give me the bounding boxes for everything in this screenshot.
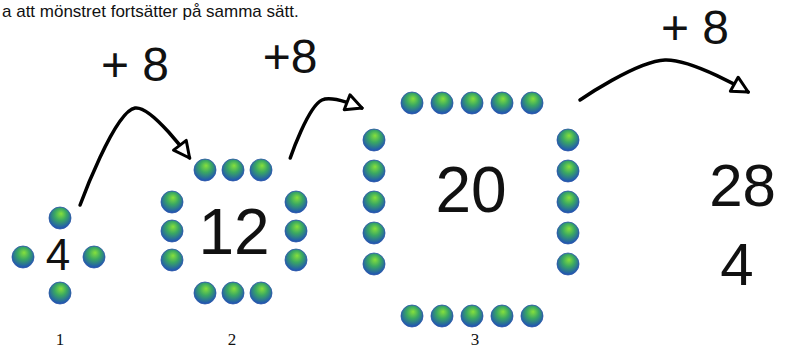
plus-arrow — [580, 60, 748, 100]
dot — [557, 129, 579, 151]
dot — [461, 305, 483, 327]
arrow-head — [730, 77, 748, 92]
dot — [401, 305, 423, 327]
dot — [521, 305, 543, 327]
figure-number: 2 — [228, 330, 237, 350]
dot — [363, 253, 385, 275]
dot — [285, 220, 307, 242]
arrow-head — [344, 95, 362, 110]
dot-figure: 4 — [10, 205, 106, 305]
dot — [461, 92, 483, 114]
dot — [363, 160, 385, 182]
arrow-line — [580, 60, 748, 100]
arrow-head — [174, 140, 190, 158]
dot — [363, 129, 385, 151]
handwritten-count: 28 — [709, 156, 776, 216]
step-label: + 8 — [658, 4, 732, 52]
step-label: + 8 — [98, 41, 172, 89]
dot — [222, 159, 244, 181]
dot — [12, 246, 34, 268]
dot — [161, 249, 183, 271]
dot — [557, 160, 579, 182]
handwritten-count: 12 — [198, 200, 269, 264]
handwritten-count: 20 — [435, 158, 506, 222]
step-label: +8 — [260, 33, 321, 81]
dot — [83, 246, 105, 268]
figure-number: 3 — [471, 330, 480, 350]
dot — [557, 191, 579, 213]
dot — [521, 92, 543, 114]
plus-arrow — [290, 95, 362, 158]
arrow-line — [80, 108, 190, 205]
dot — [250, 282, 272, 304]
dot — [431, 305, 453, 327]
dot — [363, 222, 385, 244]
dot — [401, 92, 423, 114]
dot — [161, 220, 183, 242]
figure-number: 1 — [56, 330, 65, 350]
dot — [285, 249, 307, 271]
dot — [194, 282, 216, 304]
dot — [49, 282, 71, 304]
dot — [491, 305, 513, 327]
dot — [557, 253, 579, 275]
dot — [363, 191, 385, 213]
instruction-text: a att mönstret fortsätter på samma sätt. — [2, 2, 299, 22]
dot — [557, 222, 579, 244]
dot — [161, 191, 183, 213]
dot — [222, 282, 244, 304]
dot — [285, 191, 307, 213]
dot — [194, 159, 216, 181]
dot-figure: 12 — [160, 158, 308, 306]
dot — [49, 207, 71, 229]
dot — [431, 92, 453, 114]
handwritten-count: 4 — [46, 233, 70, 277]
handwritten-note: 4 — [720, 229, 753, 301]
dot-figure: 20 — [362, 91, 580, 328]
plus-arrow — [80, 108, 190, 205]
dot — [491, 92, 513, 114]
dot — [250, 159, 272, 181]
